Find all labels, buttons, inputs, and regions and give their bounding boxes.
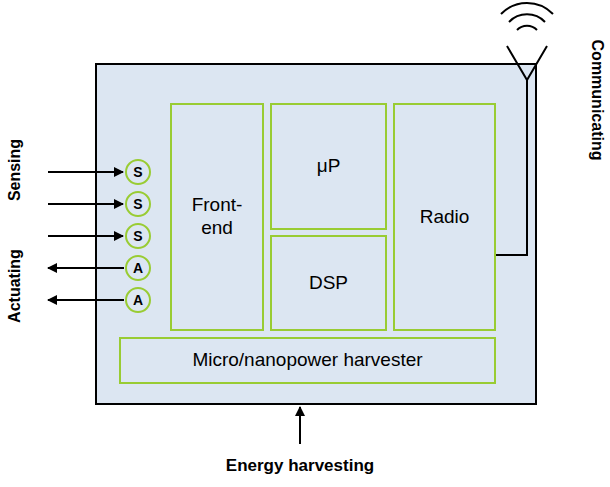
radio-wave	[517, 26, 537, 30]
block-text: μP	[317, 155, 341, 178]
block-text: Radio	[420, 206, 470, 229]
side-label: Sensing	[6, 139, 24, 201]
block-text: S	[133, 228, 142, 244]
sensing-arrow	[48, 171, 123, 173]
antenna-feed	[495, 80, 527, 255]
block-box: DSP	[270, 235, 387, 331]
block-box: Radio	[393, 103, 496, 331]
block-box: Front-end	[170, 103, 264, 331]
block-text: A	[133, 292, 143, 308]
radio-wave	[501, 3, 553, 14]
actuator-circle: A	[125, 287, 151, 313]
actuator-circle: A	[125, 255, 151, 281]
actuating-arrow	[48, 267, 124, 269]
block-text: Front-end	[184, 194, 250, 240]
block-text: S	[133, 196, 142, 212]
side-label: Energy harvesting	[226, 456, 374, 476]
side-label: Actuating	[6, 249, 24, 323]
block-text: S	[133, 164, 142, 180]
sensor-circle: S	[125, 159, 151, 185]
radio-wave	[509, 14, 545, 22]
block-text: DSP	[309, 272, 348, 295]
sensor-circle: S	[125, 191, 151, 217]
block-box: Micro/nanopower harvester	[119, 337, 496, 384]
antenna-symbol	[507, 46, 547, 80]
energy-arrow	[299, 407, 301, 444]
sensing-arrow	[48, 235, 123, 237]
block-box: μP	[270, 103, 387, 230]
sensor-circle: S	[125, 223, 151, 249]
actuating-arrow	[48, 299, 124, 301]
side-label: Communicating	[588, 40, 606, 161]
block-text: Micro/nanopower harvester	[192, 349, 422, 372]
block-text: A	[133, 260, 143, 276]
sensing-arrow	[48, 203, 123, 205]
